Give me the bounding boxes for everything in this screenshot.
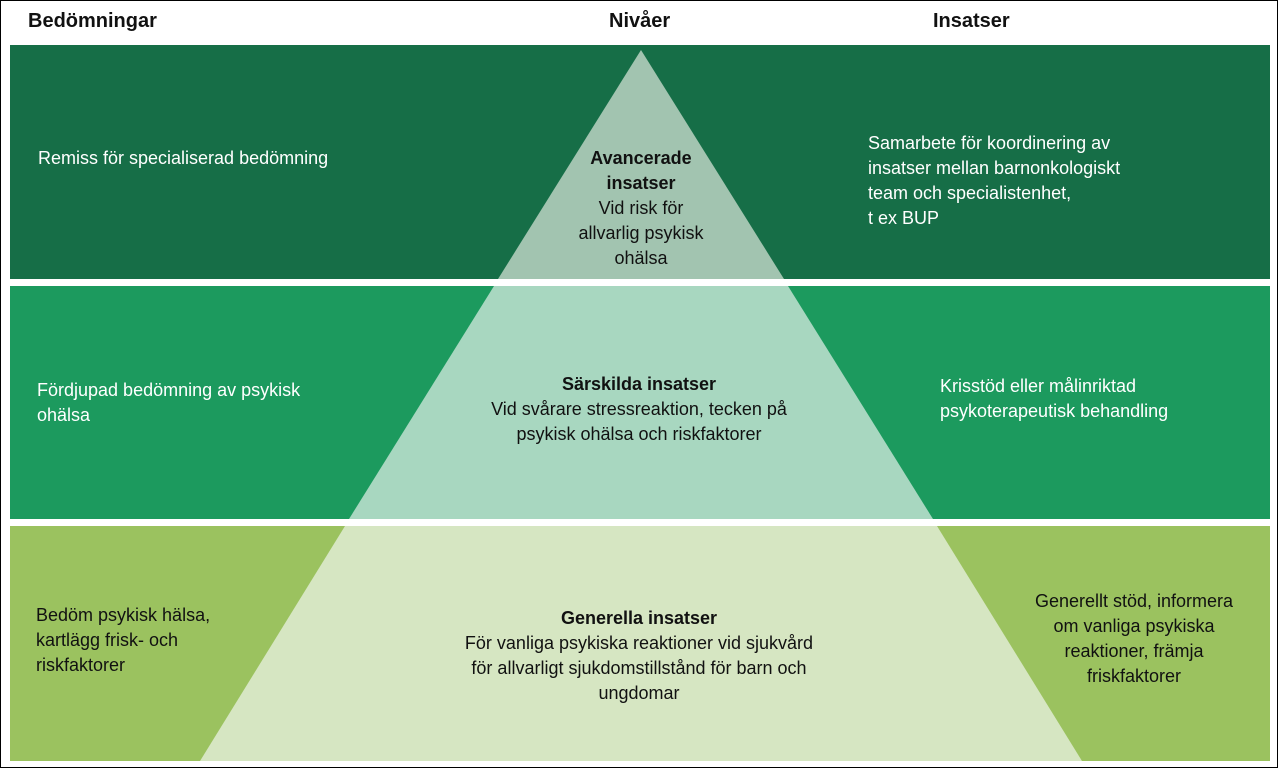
level-title: Särskilda insatser xyxy=(561,374,717,394)
intervention-text-specific: Krisstöd eller målinriktad psykoterapeut… xyxy=(940,376,1169,421)
level-specific: Särskilda insatser Vid svårare stressrea… xyxy=(439,372,839,447)
intervention-text-general: Generellt stöd, informera om vanliga psy… xyxy=(1034,591,1234,686)
header-assessments: Bedömningar xyxy=(28,10,157,32)
pyramid-segment-top xyxy=(498,50,784,279)
pyramid-segment-middle xyxy=(349,286,933,519)
assessment-text-specific: Fördjupad bedömning av psykisk ohälsa xyxy=(37,380,301,425)
header-interventions: Insatser xyxy=(933,10,1010,32)
level-description: Vid svårare stressreaktion, tecken på xyxy=(491,399,787,419)
header-levels: Nivåer xyxy=(609,10,671,32)
level-title: Generella insatser xyxy=(560,608,718,628)
level-description: allvarlig psykisk xyxy=(578,223,704,243)
level-title: Avancerade xyxy=(590,148,692,168)
level-description: För vanliga psykiska reaktioner vid sjuk… xyxy=(464,633,814,653)
pyramid-segment-bottom xyxy=(200,526,1082,761)
level-description: för allvarligt sjukdomstillstånd för bar… xyxy=(471,658,807,678)
intervention-text-advanced: Samarbete för koordinering av insatser m… xyxy=(868,133,1121,228)
level-description: ohälsa xyxy=(614,248,668,268)
level-title: insatser xyxy=(606,173,676,193)
level-advanced: Avancerade insatser Vid risk för allvarl… xyxy=(541,146,741,271)
level-description: Vid risk för xyxy=(598,198,684,218)
level-general: Generella insatser För vanliga psykiska … xyxy=(409,606,869,706)
level-description: ungdomar xyxy=(598,683,680,703)
assessment-text-advanced: Remiss för specialiserad bedömning xyxy=(38,148,329,168)
assessment-text-general: Bedöm psykisk hälsa, kartlägg frisk- och… xyxy=(36,605,211,675)
level-description: psykisk ohälsa och riskfaktorer xyxy=(516,424,762,444)
